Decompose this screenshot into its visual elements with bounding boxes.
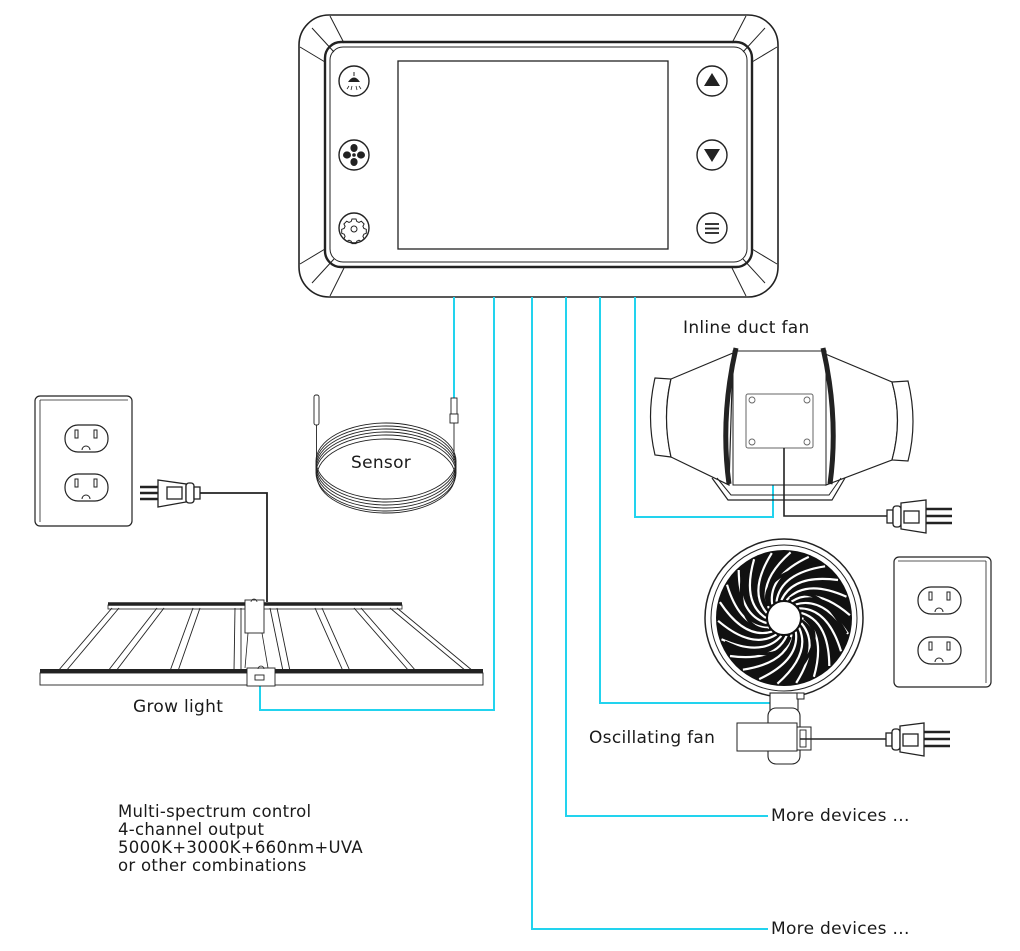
fan-grille-spoke bbox=[717, 619, 778, 641]
note-line: 5000K+3000K+660nm+UVA bbox=[118, 838, 364, 857]
label-sensor: Sensor bbox=[351, 453, 412, 473]
grow-light bbox=[39, 598, 484, 687]
spectrum-notes: Multi-spectrum control 4-channel output … bbox=[118, 803, 363, 875]
label-inline-duct-fan: Inline duct fan bbox=[683, 318, 810, 338]
fan-grille bbox=[717, 551, 851, 685]
fan-grille-spoke bbox=[780, 577, 839, 601]
fan-grille-spoke bbox=[795, 622, 811, 684]
fan-icon bbox=[343, 144, 365, 166]
more-devices-1-cable bbox=[565, 297, 768, 817]
label-more-devices-2: More devices ... bbox=[771, 919, 910, 939]
fan-grille-spoke bbox=[776, 627, 804, 685]
fan-blade-edge bbox=[739, 568, 768, 632]
fan-grille-spoke bbox=[757, 552, 773, 614]
fan-grille-spoke bbox=[758, 631, 798, 681]
light-button[interactable] bbox=[338, 65, 370, 97]
wall-outlet-right bbox=[893, 556, 992, 688]
label-grow-light: Grow light bbox=[133, 697, 224, 717]
more-devices-2-cable bbox=[531, 297, 768, 930]
label-more-devices-1: More devices ... bbox=[771, 806, 910, 826]
fan-button[interactable] bbox=[338, 139, 370, 171]
fan-grille-spoke bbox=[748, 558, 767, 619]
power-plug-duct-fan bbox=[886, 499, 952, 534]
fan-hub bbox=[766, 600, 802, 636]
power-plug-oscillating-fan bbox=[885, 722, 950, 757]
grow-light-cable bbox=[259, 297, 495, 711]
duct-fan-junction-box bbox=[745, 393, 814, 449]
duct-fan-power-cord bbox=[783, 448, 890, 517]
fan-grille-spoke bbox=[725, 584, 769, 629]
fan-grille-spoke bbox=[785, 587, 847, 601]
fan-blade-edge bbox=[789, 592, 848, 635]
fan-blade-edge bbox=[787, 616, 816, 683]
menu-button[interactable] bbox=[696, 212, 728, 244]
grow-light-driver bbox=[246, 667, 276, 687]
note-line: or other combinations bbox=[118, 856, 307, 875]
up-button[interactable] bbox=[696, 65, 728, 97]
inline-duct-fan bbox=[649, 347, 914, 501]
label-oscillating-fan: Oscillating fan bbox=[589, 728, 716, 748]
controller-housing bbox=[298, 14, 779, 298]
menu-icon bbox=[705, 223, 719, 234]
wall-outlet-left bbox=[34, 395, 133, 527]
outlet-socket bbox=[917, 586, 962, 615]
grow-light-port bbox=[254, 674, 265, 681]
oscillating-fan bbox=[704, 538, 864, 765]
controller-bezel bbox=[323, 40, 754, 269]
fan-blade-edge bbox=[724, 636, 792, 656]
outlet-socket bbox=[64, 424, 109, 453]
fan-blade-edge bbox=[765, 562, 819, 607]
outlet-socket bbox=[64, 473, 109, 502]
fan-grille-spoke bbox=[737, 569, 768, 625]
outlet-socket bbox=[917, 636, 962, 665]
controller bbox=[298, 14, 779, 298]
sensor bbox=[313, 394, 459, 514]
fan-grille-spoke bbox=[799, 607, 843, 652]
note-line: 4-channel output bbox=[118, 820, 265, 839]
fan-clamp bbox=[736, 722, 798, 752]
triangle-down-icon bbox=[704, 149, 720, 162]
grow-light-icon bbox=[346, 72, 362, 91]
fan-grille-spoke bbox=[800, 611, 831, 667]
sensor-jack bbox=[450, 397, 458, 415]
gear-icon bbox=[341, 218, 367, 245]
settings-button[interactable] bbox=[338, 212, 370, 245]
signal-cables bbox=[259, 297, 774, 930]
fan-grille-spoke bbox=[718, 601, 773, 635]
down-button[interactable] bbox=[696, 139, 728, 171]
fan-grille-spoke bbox=[775, 565, 826, 602]
power-plug-left bbox=[140, 479, 268, 602]
note-line: Multi-spectrum control bbox=[118, 802, 312, 821]
display-screen bbox=[397, 60, 669, 250]
triangle-up-icon bbox=[704, 73, 720, 86]
oscillating-fan-cable bbox=[599, 297, 770, 704]
